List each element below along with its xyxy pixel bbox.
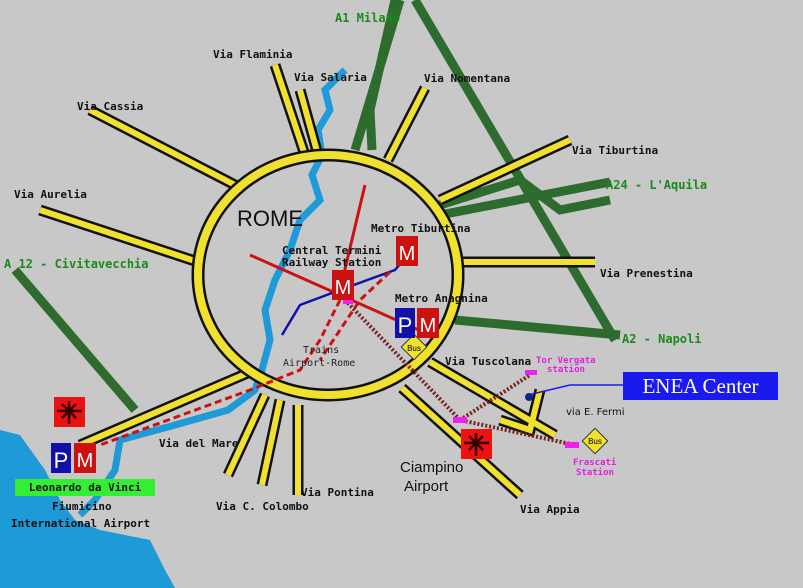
label-fermi: via E. Fermi	[566, 407, 625, 418]
parking-icon-anagnina: P	[395, 308, 415, 338]
svg-text:M: M	[335, 277, 352, 299]
label-a12: A 12 - Civitavecchia	[4, 257, 149, 271]
label-a2: A2 - Napoli	[622, 332, 701, 346]
label-salaria: Via Salaria	[294, 71, 367, 84]
city-title: ROME	[237, 206, 303, 231]
enea-pointer	[527, 384, 623, 396]
label-termini-2: Railway Station	[282, 256, 381, 269]
metro-icon-tiburtina: M	[396, 236, 418, 266]
label-colombo: Via C. Colombo	[216, 500, 309, 513]
label-metro-anagnina: Metro Anagnina	[395, 292, 488, 305]
label-aurelia: Via Aurelia	[14, 188, 87, 201]
metro-icon-fiumicino: M	[74, 443, 96, 473]
label-termini-1: Central Termini	[282, 244, 382, 257]
bus-label: Bus	[588, 437, 602, 446]
bus-label: Bus	[407, 344, 421, 353]
fiumicino-airport-name: Leonardo da Vinci	[15, 479, 155, 496]
svg-text:P: P	[398, 313, 413, 338]
ring-road	[194, 151, 462, 399]
label-nomentana: Via Nomentana	[424, 72, 510, 85]
label-metro-tiburtina: Metro Tiburtina	[371, 222, 470, 235]
rail-stops	[343, 298, 579, 448]
metro-icon-termini: M	[332, 270, 354, 300]
metro-icon-anagnina: M	[417, 308, 439, 338]
label-trains-2: Airport-Rome	[283, 358, 355, 369]
label-tor-vergata-1: Tor Vergata	[536, 356, 596, 366]
bus-stop-frascati: Bus	[581, 427, 609, 455]
label-frascati-2: Station	[576, 467, 614, 478]
enea-location-marker	[525, 393, 533, 401]
label-tuscolana: Via Tuscolana	[445, 355, 531, 368]
roads	[39, 64, 595, 498]
label-cassia: Via Cassia	[77, 100, 143, 113]
parking-icon-fiumicino: P	[51, 443, 71, 473]
label-ciampino-2: Airport	[404, 478, 449, 495]
label-tiburtina: Via Tiburtina	[572, 144, 658, 157]
label-ciampino-1: Ciampino	[400, 459, 463, 476]
label-fiumicino-1: Fiumicino	[52, 500, 112, 513]
airplane-icon-fiumicino	[54, 397, 85, 427]
bus-stop-termini: Bus	[400, 333, 428, 361]
svg-text:P: P	[54, 448, 69, 473]
label-pontina: Via Pontina	[301, 486, 374, 499]
label-flaminia: Via Flaminia	[213, 48, 292, 61]
sea	[0, 430, 175, 588]
label-tor-vergata-2: station	[547, 364, 585, 375]
label-mare: Via del Mare	[159, 437, 239, 450]
airplane-icon-ciampino	[461, 429, 492, 459]
label-trains-1: Trains	[303, 345, 339, 356]
label-a1: A1 Milano	[335, 11, 400, 25]
label-appia: Via Appia	[520, 503, 580, 516]
label-fiumicino-2: International Airport	[11, 517, 150, 530]
svg-text:M: M	[420, 315, 437, 337]
enea-center-label: ENEA Center	[623, 372, 778, 400]
svg-text:M: M	[399, 243, 416, 265]
label-prenestina: Via Prenestina	[600, 267, 693, 280]
label-a24: A24 - L'Aquila	[606, 178, 707, 192]
svg-text:M: M	[77, 450, 94, 472]
label-frascati-1: Frascati	[573, 457, 617, 468]
tiber-river	[77, 67, 348, 518]
